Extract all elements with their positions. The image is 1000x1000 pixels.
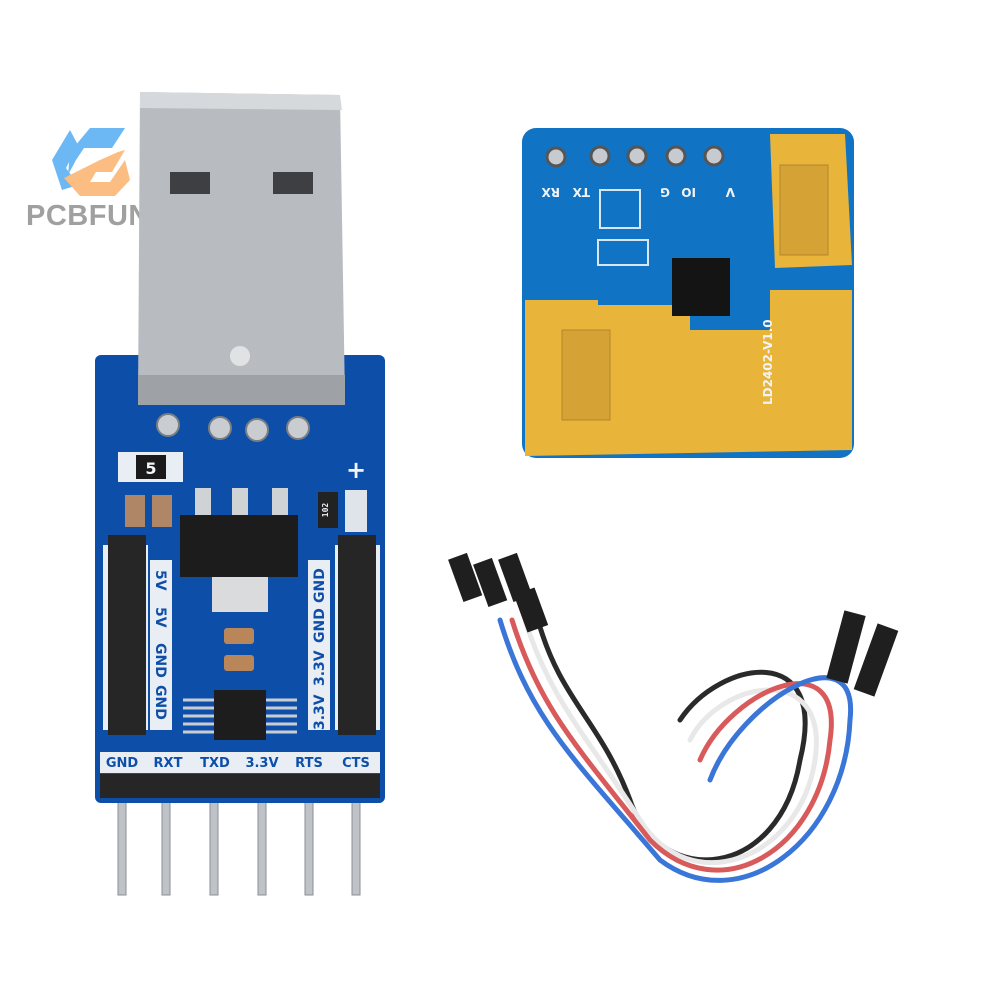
label-gnd-3: GND bbox=[312, 608, 328, 643]
pin-label-io: IO bbox=[681, 185, 696, 199]
label-5v-2: 5V bbox=[152, 607, 168, 628]
pin-label-rts: RTS bbox=[295, 756, 323, 771]
pin-label-rx: RX bbox=[541, 185, 560, 199]
pin-label-g: G bbox=[660, 185, 670, 199]
pin-label-gnd: GND bbox=[106, 756, 139, 771]
usb-plug bbox=[138, 92, 345, 405]
radar-module: RX TX G IO V LD2402-V1.0 bbox=[522, 128, 854, 458]
brand-name: PCBFUN bbox=[26, 200, 150, 232]
label-gnd-2: GND bbox=[152, 685, 168, 720]
usb-ttl-adapter: 5 102 + bbox=[95, 92, 385, 896]
bottom-pin-labels: GND RXT TXD 3.3V RTS CTS bbox=[106, 756, 370, 771]
pin-label-cts: CTS bbox=[342, 756, 370, 771]
label-gnd-4: GND bbox=[312, 568, 328, 603]
plus-sign: + bbox=[346, 456, 366, 484]
cable-connectors bbox=[448, 552, 899, 697]
voltage-regulator bbox=[180, 488, 298, 612]
pin-label-rxt: RXT bbox=[154, 756, 183, 771]
label-5v-1: 5V bbox=[152, 570, 168, 591]
radar-model-label: LD2402-V1.0 bbox=[761, 319, 775, 405]
bottom-pins bbox=[117, 794, 361, 896]
usb-uart-chip bbox=[183, 690, 297, 740]
label-3v3-2: 3.3V bbox=[312, 650, 328, 686]
label-gnd-1: GND bbox=[152, 643, 168, 678]
radar-pin-labels: RX TX G IO V bbox=[541, 185, 735, 199]
right-header-labels: 3.3V 3.3V GND GND bbox=[312, 568, 328, 730]
left-header-labels: 5V 5V GND GND bbox=[152, 570, 168, 720]
pin-label-tx: TX bbox=[572, 185, 590, 199]
resistor-marking-2: 102 bbox=[321, 503, 330, 518]
brand-logo bbox=[52, 128, 130, 196]
bottom-pin-header bbox=[100, 774, 380, 798]
pin-label-3v3: 3.3V bbox=[245, 756, 278, 771]
dupont-cable bbox=[448, 552, 899, 883]
pin-label-v: V bbox=[725, 185, 735, 199]
label-3v3-1: 3.3V bbox=[312, 694, 328, 730]
resistor-marking: 5 bbox=[145, 459, 156, 478]
pin-label-txd: TXD bbox=[200, 756, 230, 771]
